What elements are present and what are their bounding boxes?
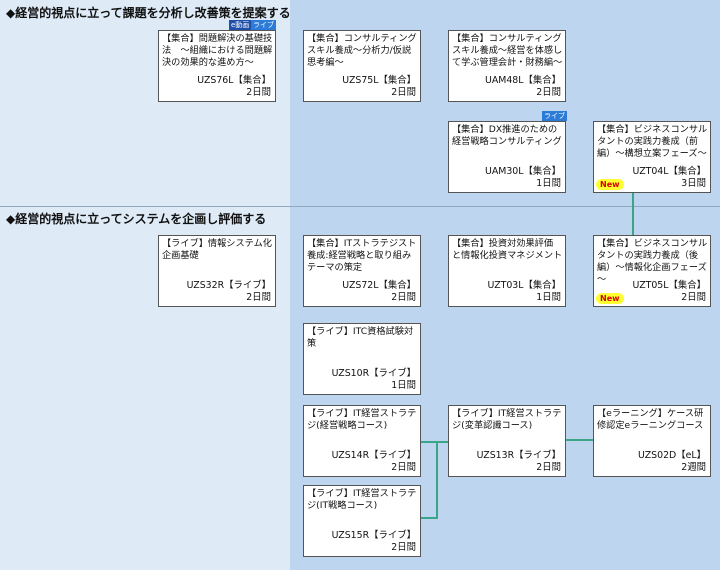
course-title: 【ライブ】IT経営ストラテジ(経営戦略コース) <box>307 408 417 431</box>
course-code: UZS15R【ライブ】 <box>331 530 416 541</box>
course-title: 【ライブ】情報システム化企画基礎 <box>162 238 272 261</box>
badge-live: ライブ <box>542 111 567 121</box>
course-title: 【集合】ビジネスコンサルタントの実践力養成（前編）～構想立案フェーズ～ <box>597 124 708 159</box>
connector-uzt04l-uzt05l <box>632 193 634 235</box>
course-duration: 2日間 <box>681 292 706 303</box>
course-code: UZT05L【集合】 <box>632 280 707 291</box>
course-card-uzt05l[interactable]: 【集合】ビジネスコンサルタントの実践力養成（後編）～情報化企画フェーズ～ UZT… <box>593 235 711 307</box>
connector-uzs15r <box>420 517 438 519</box>
course-title: 【ライブ】IT経営ストラテジ(変革認識コース) <box>452 408 562 431</box>
course-card-uzs32r[interactable]: 【ライブ】情報システム化企画基礎 UZS32R【ライブ】 2日間 <box>158 235 276 307</box>
course-card-uzs14r[interactable]: 【ライブ】IT経営ストラテジ(経営戦略コース) UZS14R【ライブ】 2日間 <box>303 405 421 477</box>
connector-vertical-uzs15r <box>436 441 438 519</box>
course-duration: 2日間 <box>246 87 271 98</box>
section-title-planning: ◆経営的視点に立ってシステムを企画し評価する <box>6 212 267 226</box>
course-code: UZT03L【集合】 <box>487 280 562 291</box>
new-badge: New <box>596 293 624 304</box>
section-divider <box>0 206 720 207</box>
course-card-uzs10r[interactable]: 【ライブ】ITC資格試験対策 UZS10R【ライブ】 1日間 <box>303 323 421 395</box>
connector-uzs14r-uzs13r <box>420 441 450 443</box>
badge-live: ライブ <box>251 20 276 30</box>
connector-uzs13r-uzs02d <box>566 439 593 441</box>
course-code: UZT04L【集合】 <box>632 166 707 177</box>
course-code: UZS14R【ライブ】 <box>331 450 416 461</box>
course-title: 【集合】問題解決の基礎技法 ～組織における問題解決の効果的な進め方～ <box>162 33 273 68</box>
badge-e-video: e動画 <box>229 20 252 30</box>
course-duration: 2日間 <box>246 292 271 303</box>
course-card-uzt04l[interactable]: 【集合】ビジネスコンサルタントの実践力養成（前編）～構想立案フェーズ～ UZT0… <box>593 121 711 193</box>
course-title: 【集合】DX推進のための経営戦略コンサルティング <box>452 124 562 147</box>
course-duration: 3日間 <box>681 178 706 189</box>
section-title-analysis: ◆経営的視点に立って課題を分析し改善策を提案する <box>6 6 291 20</box>
course-duration: 2日間 <box>391 87 416 98</box>
course-title: 【集合】ビジネスコンサルタントの実践力養成（後編）～情報化企画フェーズ～ <box>597 238 708 285</box>
course-card-uzt03l[interactable]: 【集合】投資対効果評価 と情報化投資マネジメント UZT03L【集合】 1日間 <box>448 235 566 307</box>
course-code: UZS13R【ライブ】 <box>476 450 561 461</box>
course-title: 【ライブ】ITC資格試験対策 <box>307 326 414 349</box>
course-duration: 2日間 <box>391 542 416 553</box>
course-title: 【集合】コンサルティングスキル養成～分析力/仮説思考編～ <box>307 33 417 68</box>
course-code: UAM48L【集合】 <box>484 75 561 86</box>
course-card-uzs02d[interactable]: 【eラーニング】ケース研修認定eラーニングコース UZS02D【eL】 2週間 <box>593 405 711 477</box>
course-code: UZS75L【集合】 <box>342 75 416 86</box>
course-duration: 1日間 <box>391 380 416 391</box>
course-title: 【集合】ITストラテジスト養成:経営戦略と取り組みテーマの策定 <box>307 238 417 273</box>
course-code: UAM30L【集合】 <box>484 166 561 177</box>
course-card-uam30l[interactable]: ライブ 【集合】DX推進のための経営戦略コンサルティング UAM30L【集合】 … <box>448 111 567 193</box>
course-code: UZS76L【集合】 <box>197 75 271 86</box>
course-title: 【ライブ】IT経営ストラテジ(IT戦略コース) <box>307 488 417 511</box>
course-duration: 2日間 <box>391 292 416 303</box>
course-code: UZS72L【集合】 <box>342 280 416 291</box>
course-card-uzs76l[interactable]: e動画 ライブ 【集合】問題解決の基礎技法 ～組織における問題解決の効果的な進め… <box>158 20 276 102</box>
course-title: 【eラーニング】ケース研修認定eラーニングコース <box>597 408 704 431</box>
course-duration: 2日間 <box>536 87 561 98</box>
course-card-uzs72l[interactable]: 【集合】ITストラテジスト養成:経営戦略と取り組みテーマの策定 UZS72L【集… <box>303 235 421 307</box>
course-code: UZS32R【ライブ】 <box>186 280 271 291</box>
course-code: UZS10R【ライブ】 <box>331 368 416 379</box>
course-duration: 2日間 <box>536 462 561 473</box>
course-duration: 1日間 <box>536 178 561 189</box>
course-title: 【集合】コンサルティングスキル養成～経営を体感して学ぶ管理会計・財務編～ <box>452 33 563 68</box>
course-duration: 2日間 <box>391 462 416 473</box>
course-card-uzs13r[interactable]: 【ライブ】IT経営ストラテジ(変革認識コース) UZS13R【ライブ】 2日間 <box>448 405 566 477</box>
course-card-uzs15r[interactable]: 【ライブ】IT経営ストラテジ(IT戦略コース) UZS15R【ライブ】 2日間 <box>303 485 421 557</box>
course-code: UZS02D【eL】 <box>638 450 706 461</box>
new-badge: New <box>596 179 624 190</box>
course-duration: 1日間 <box>536 292 561 303</box>
course-card-uzs75l[interactable]: 【集合】コンサルティングスキル養成～分析力/仮説思考編～ UZS75L【集合】 … <box>303 30 421 102</box>
course-title: 【集合】投資対効果評価 と情報化投資マネジメント <box>452 238 563 261</box>
course-card-uam48l[interactable]: 【集合】コンサルティングスキル養成～経営を体感して学ぶ管理会計・財務編～ UAM… <box>448 30 566 102</box>
course-duration: 2週間 <box>681 462 706 473</box>
